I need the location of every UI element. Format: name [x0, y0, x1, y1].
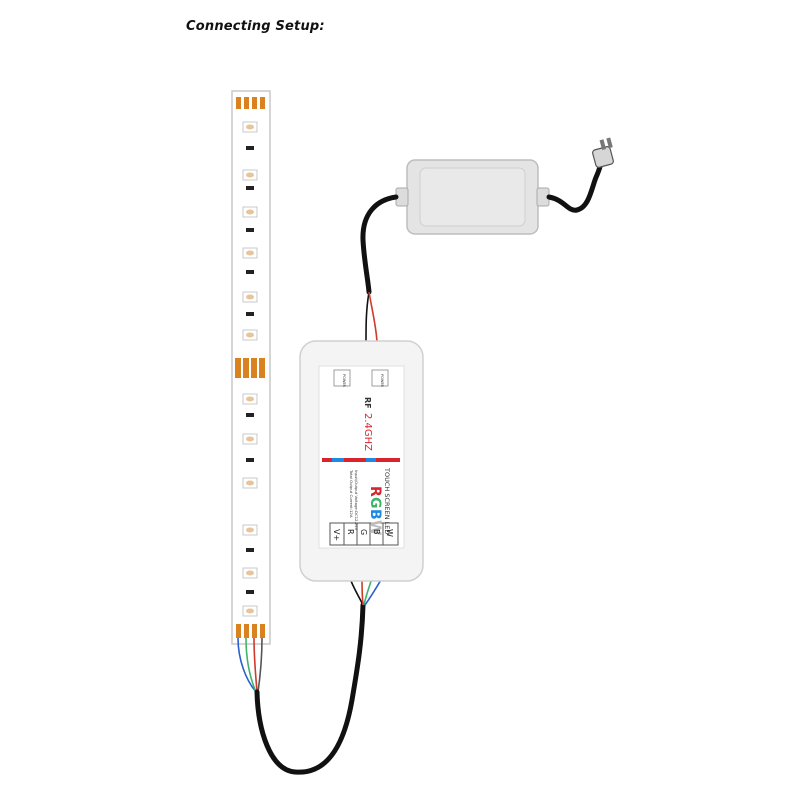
mains-cable: [546, 157, 605, 213]
controller-divider: [322, 458, 400, 462]
resistor: [246, 270, 254, 274]
resistor: [246, 548, 254, 552]
resistor: [246, 458, 254, 462]
led-strip: [231, 90, 271, 645]
rgbw-w-letter: W: [367, 520, 383, 535]
led-chip-core: [246, 436, 254, 442]
rgbw-r-letter: R: [367, 486, 383, 497]
terminal-label: W: [385, 529, 394, 537]
controller-output-wires: [349, 577, 383, 606]
led-chip-core: [246, 124, 254, 130]
resistor: [246, 590, 254, 594]
terminal-label: G: [359, 529, 368, 535]
led-chip-core: [246, 527, 254, 533]
led-chip-core: [246, 608, 254, 614]
strip-leds: [242, 121, 258, 617]
resistor: [246, 312, 254, 316]
terminal-label: V+: [332, 529, 341, 541]
rf-label: RF: [363, 397, 372, 409]
led-chip-core: [246, 480, 254, 486]
strip-middle-pads: [235, 358, 265, 378]
led-chip-core: [246, 172, 254, 178]
led-chip-core: [246, 332, 254, 338]
power-adapter: [395, 159, 550, 235]
led-chip-core: [246, 294, 254, 300]
resistor: [246, 228, 254, 232]
spec-line-2: Total Output Current:12A: [349, 469, 354, 518]
power-plug-icon: [592, 137, 614, 168]
resistor: [246, 186, 254, 190]
product-name: TOUCH SCREEN LED: [383, 467, 391, 534]
terminal-label: R: [346, 529, 355, 535]
adapter-cable: [360, 194, 399, 295]
terminal-label: B: [372, 529, 381, 535]
rgbw-controller: RF 2.4GHZ POWER POWER TOUCH SCREEN LED R…: [299, 340, 424, 582]
strip-bottom-pads: [236, 624, 265, 638]
strip-top-pads: [236, 97, 265, 109]
strip-wires: [237, 637, 263, 693]
rf-frequency: 2.4GHZ: [362, 413, 373, 451]
rgbw-g-letter: G: [367, 497, 383, 509]
power-port-label: POWER: [380, 374, 384, 388]
rgbw-b-letter: B: [367, 509, 383, 520]
led-chip-core: [246, 396, 254, 402]
controller-input-wires: [365, 291, 378, 343]
led-chip-core: [246, 570, 254, 576]
led-chip-core: [246, 250, 254, 256]
strip-cable: [254, 602, 366, 775]
led-chip-core: [246, 209, 254, 215]
terminal-block: [329, 522, 399, 546]
output-port-label: POWER: [342, 374, 346, 388]
page-title: Connecting Setup:: [186, 19, 325, 34]
spec-line-1: Input/Output Voltage:DC12-24V: [354, 470, 359, 531]
resistor: [246, 413, 254, 417]
resistor: [246, 146, 254, 150]
